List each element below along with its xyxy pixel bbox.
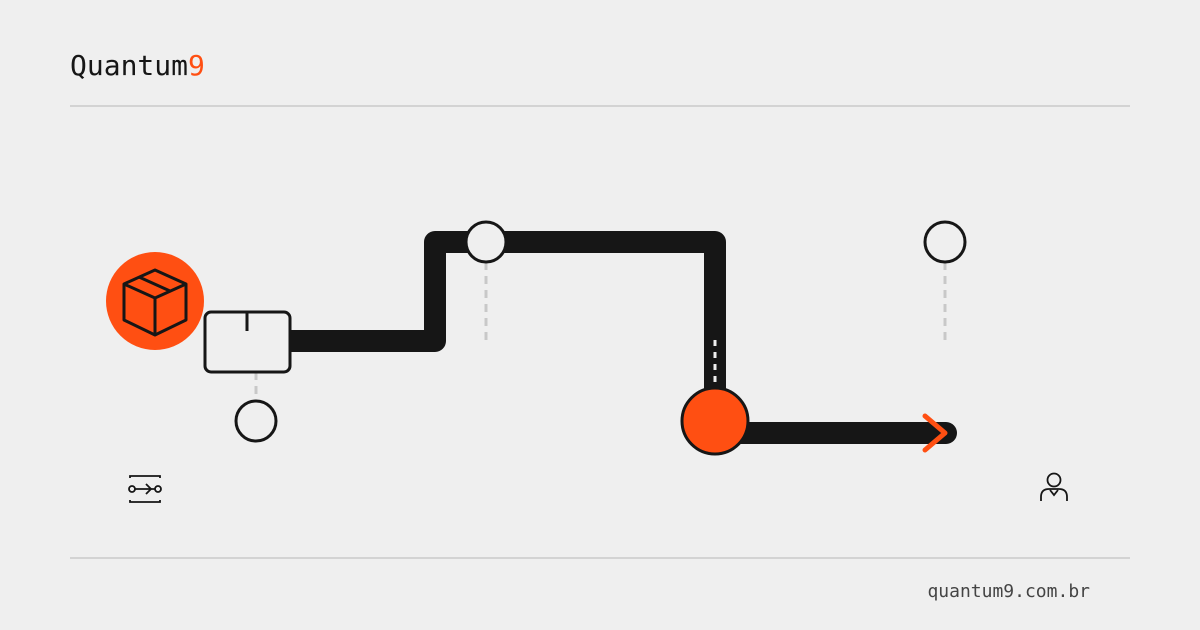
route-transfer-icon [128, 475, 162, 503]
website-url[interactable]: quantum9.com.br [927, 581, 1090, 602]
shipment-box-icon [203, 310, 292, 374]
current-location-node [680, 386, 750, 456]
top-divider [70, 105, 1130, 107]
checkpoint-circle [923, 220, 967, 264]
brand-logo: Quantum9 [70, 46, 205, 86]
bottom-divider [70, 557, 1130, 559]
arrow-head-icon [922, 413, 948, 453]
brand-name-accent: 9 [188, 49, 205, 82]
checkpoint-circle [234, 399, 278, 443]
package-box-icon [106, 252, 204, 350]
route-path [290, 231, 726, 420]
brand-name-main: Quantum [70, 49, 189, 82]
person-icon [1040, 472, 1068, 501]
checkpoint-circle [464, 220, 508, 264]
